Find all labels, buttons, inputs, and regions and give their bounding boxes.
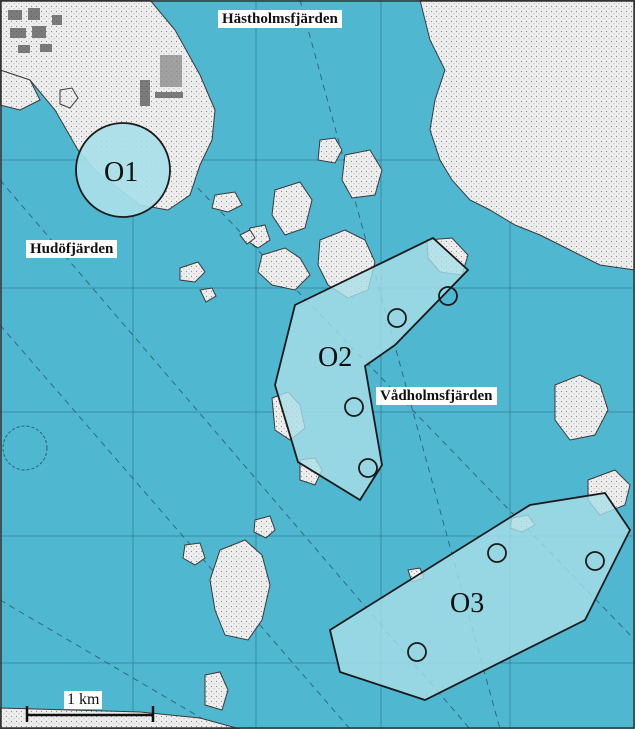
station-marker[interactable] <box>344 397 364 417</box>
zone-o2-label: O2 <box>318 342 352 373</box>
station-marker[interactable] <box>407 642 427 662</box>
station-marker[interactable] <box>438 286 458 306</box>
zone-o2-area[interactable] <box>274 236 470 502</box>
station-marker[interactable] <box>487 543 507 563</box>
zone-o3-area[interactable] <box>328 492 632 701</box>
zone-o1-label: O1 <box>104 157 138 188</box>
zone-o1-area[interactable] <box>75 122 171 218</box>
station-marker[interactable] <box>585 551 605 571</box>
scale-bar <box>25 706 155 722</box>
buoy-range-circle <box>2 425 48 471</box>
station-marker[interactable] <box>358 458 378 478</box>
scale-bar-label: 1 km <box>64 691 103 709</box>
place-label-hudofjarden: Hudöfjärden <box>26 240 118 258</box>
town-blocks <box>8 8 183 106</box>
place-label-hastholmsfjarden: Hästholmsfjärden <box>218 10 342 28</box>
zone-o3-label: O3 <box>450 588 484 619</box>
sampling-stations <box>344 286 605 662</box>
station-marker[interactable] <box>387 308 407 328</box>
place-label-vadholmsfjarden: Vådholmsfjärden <box>376 387 497 405</box>
